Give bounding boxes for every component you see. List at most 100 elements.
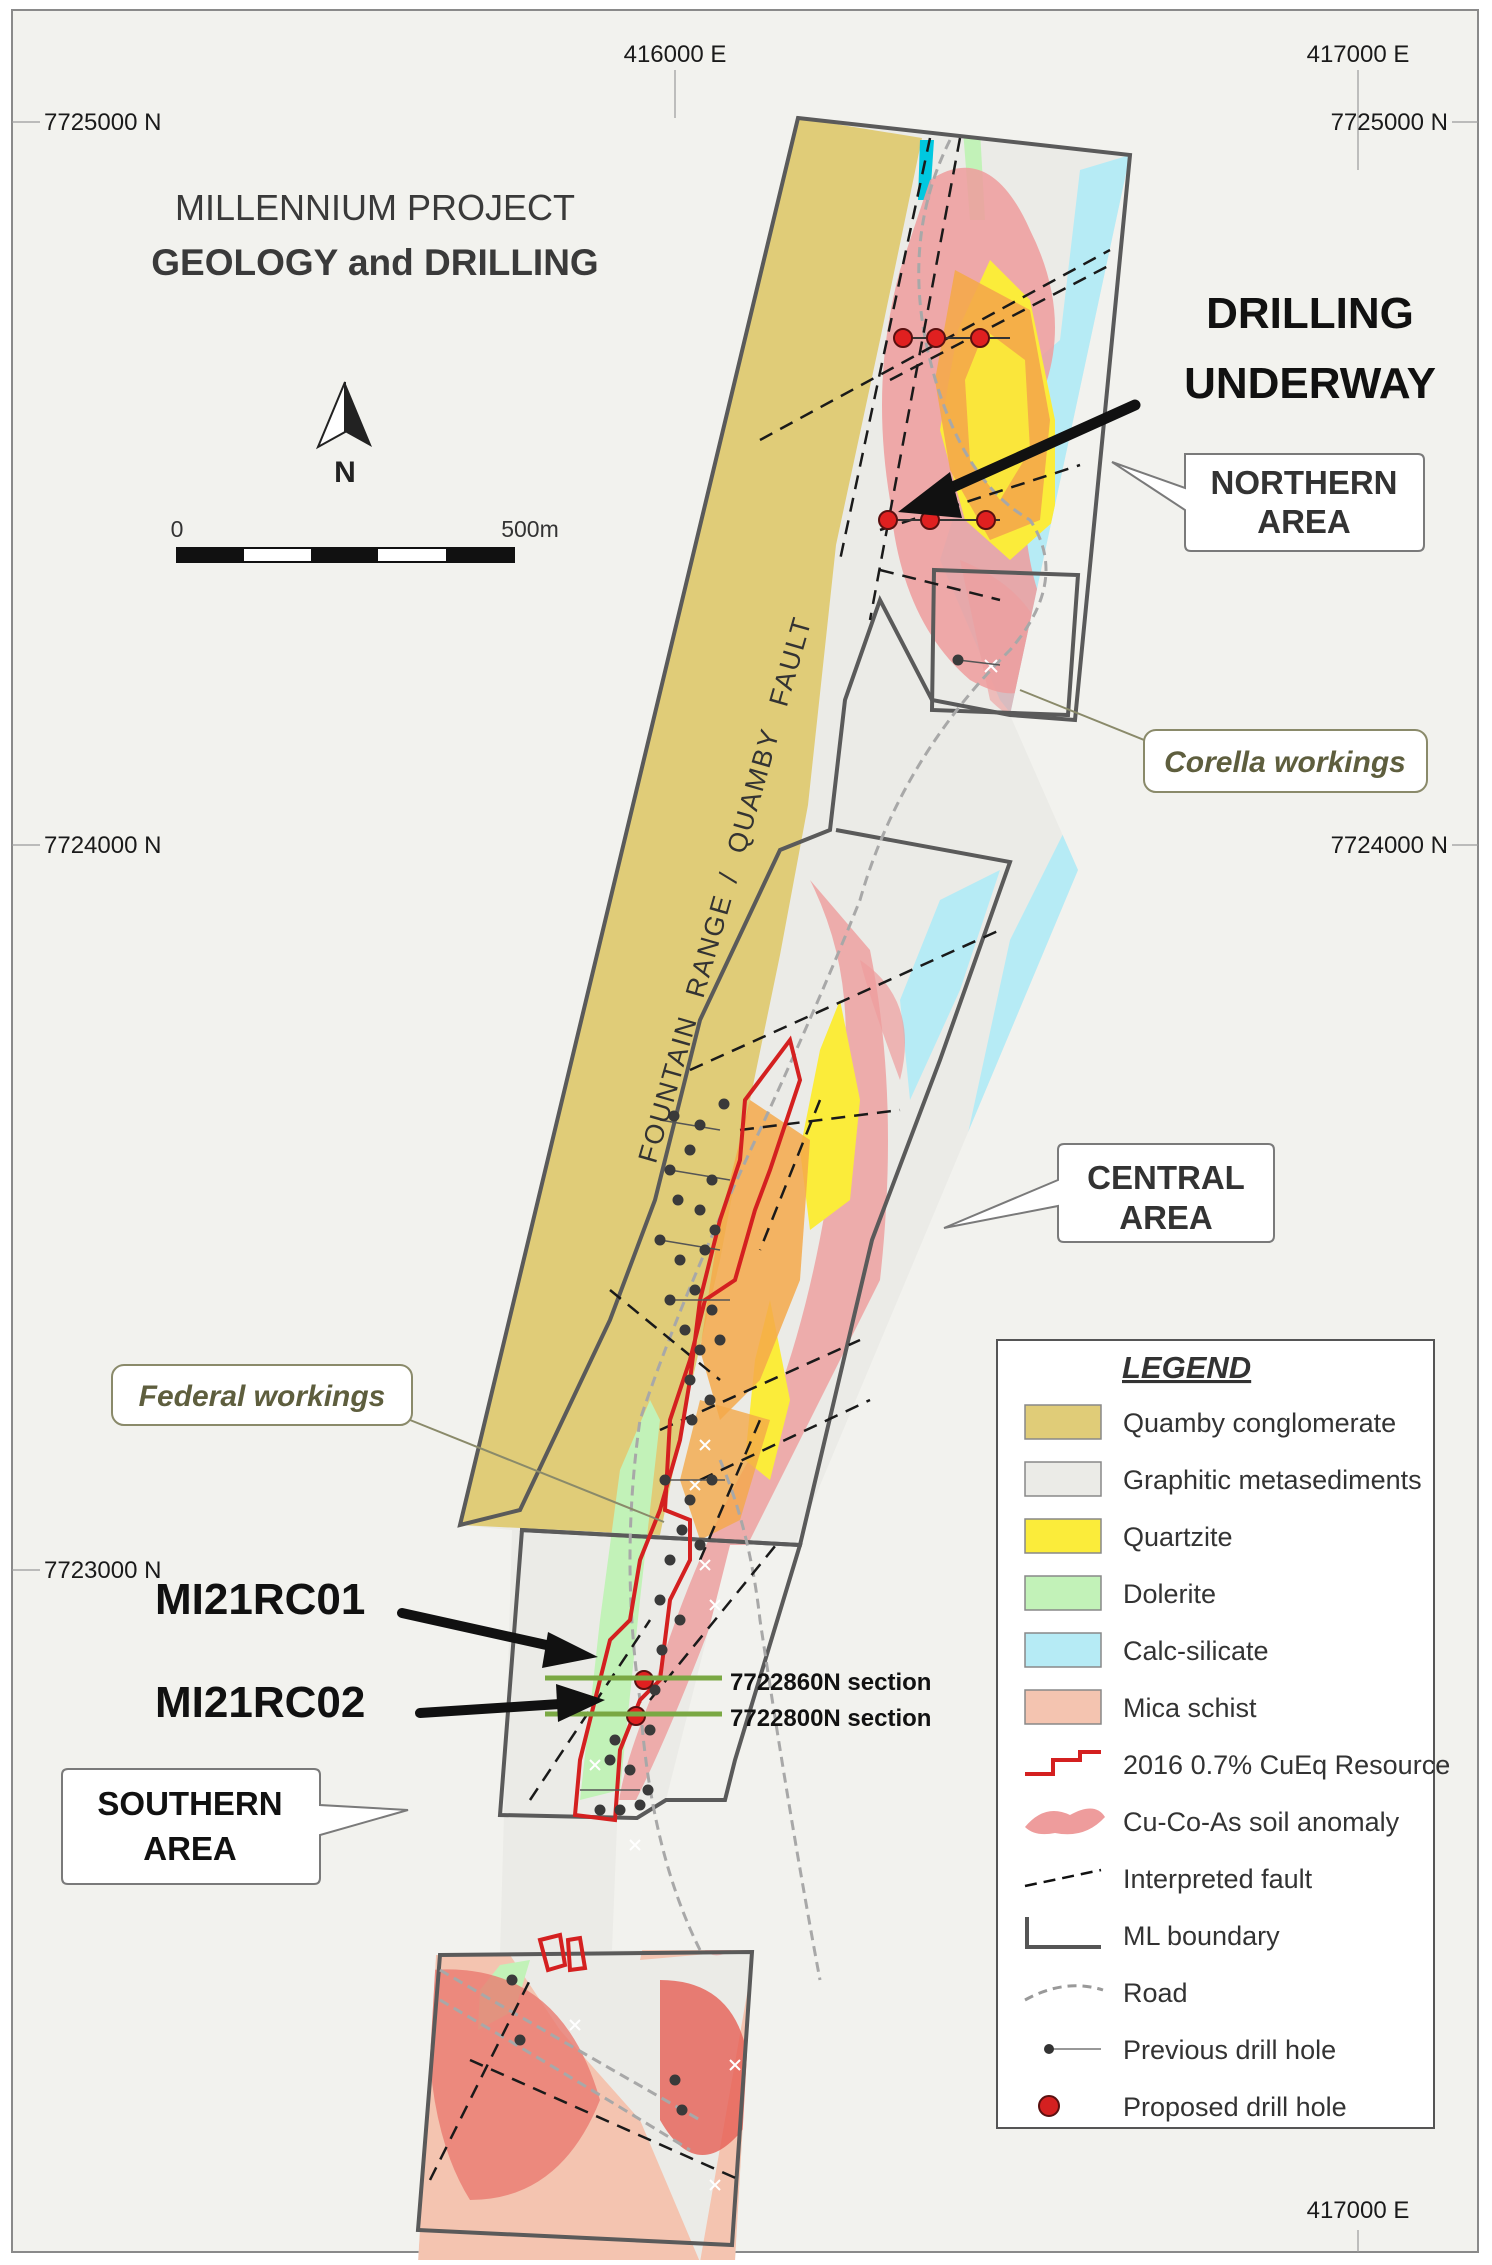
coord-n7723000-left: 7723000 N [44, 1557, 161, 1584]
legend-symbol-fault [1024, 1868, 1102, 1888]
section-label-7722860n: 7722860N section [730, 1669, 931, 1696]
legend-box [996, 1339, 1435, 2129]
legend-item: ML boundary [1025, 1917, 1280, 1951]
legend-symbol-prev [1044, 2044, 1101, 2054]
legend-label: Proposed drill hole [1123, 2092, 1347, 2122]
resource-outline-south-2 [565, 1935, 588, 1973]
callout-federal-workings: Federal workings [111, 1364, 665, 1523]
legend-symbol-swatch [1024, 1404, 1102, 1440]
coord-e417000-bottom: 417000 E [1307, 2197, 1410, 2224]
callout-southern-line-1: SOUTHERN [97, 1785, 282, 1822]
hole-label-mi21rc01: MI21RC01 [155, 1575, 365, 1624]
legend-label: Quamby conglomerate [1123, 1408, 1396, 1438]
legend-label: Mica schist [1123, 1693, 1257, 1723]
legend-symbol-resource [1025, 1750, 1101, 1776]
legend-label: Interpreted fault [1123, 1864, 1313, 1894]
legend-symbol-road [1024, 1984, 1104, 2002]
callout-corella-workings: Corella workings [1019, 689, 1428, 793]
drilling-label-line-1: DRILLING [1206, 289, 1414, 338]
legend-item: 2016 0.7% CuEq Resource [1025, 1750, 1450, 1780]
previous-drill-holes [506, 654, 1001, 2116]
legend-label: 2016 0.7% CuEq Resource [1123, 1750, 1450, 1780]
legend-item: Proposed drill hole [1038, 2092, 1347, 2122]
hole-label-mi21rc02: MI21RC02 [155, 1678, 365, 1727]
roads [439, 139, 1048, 2152]
coord-e417000-top: 417000 E [1307, 41, 1410, 68]
callout-central-line-1: CENTRAL [1087, 1159, 1245, 1196]
callout-northern-area: NORTHERN AREA [1111, 453, 1425, 552]
legend-label: Cu-Co-As soil anomaly [1123, 1807, 1400, 1837]
legend-item: Graphitic metasediments [1024, 1461, 1422, 1497]
legend-label: Quartzite [1123, 1522, 1233, 1552]
quamby-conglomerate-unit [460, 118, 922, 1535]
drilling-label-line-2: UNDERWAY [1184, 359, 1436, 408]
legend-label: Calc-silicate [1123, 1636, 1269, 1666]
ml-boundary-southern-block [415, 1949, 755, 2248]
legend-label: ML boundary [1123, 1921, 1280, 1951]
legend-label: Graphitic metasediments [1123, 1465, 1422, 1495]
ml-boundary-north [457, 115, 1133, 1528]
legend-item: Dolerite [1024, 1575, 1216, 1611]
legend-item: Mica schist [1024, 1689, 1257, 1725]
ml-boundary-corella [929, 567, 1081, 718]
soil-anomaly-east [860, 960, 905, 1080]
coord-n7725000-left: 7725000 N [44, 109, 161, 136]
orange-central-south [680, 1400, 770, 1540]
quartzite-central [800, 1000, 860, 1230]
legend-item: Interpreted fault [1024, 1864, 1313, 1894]
legend-item: Previous drill hole [1044, 2035, 1336, 2065]
workings-markers [569, 659, 998, 2191]
orange-central [700, 1100, 810, 1420]
callout-southern-area: SOUTHERN AREA [61, 1768, 409, 1885]
legend-item: Quamby conglomerate [1024, 1404, 1396, 1440]
callout-northern-line-2: AREA [1257, 503, 1351, 540]
drilling-arrow [898, 399, 1141, 518]
ml-boundary-south [497, 1527, 803, 1821]
soil-anomaly-southwest [428, 1969, 600, 2200]
legend-symbol-swatch [1024, 1461, 1102, 1497]
legend-label: Road [1123, 1978, 1188, 2008]
calc-silicate-central [900, 870, 1000, 1100]
legend-item: Road [1024, 1978, 1188, 2008]
legend-symbol-swatch [1024, 1575, 1102, 1611]
map-title: MILLENNIUM PROJECT [175, 187, 575, 228]
legend-title: LEGEND [1122, 1350, 1251, 1385]
legend-item: Calc-silicate [1024, 1632, 1269, 1668]
callout-central-area: CENTRAL AREA [943, 1143, 1275, 1243]
north-label: N [334, 456, 356, 489]
callout-southern-line-2: AREA [143, 1830, 237, 1867]
scale-bar [176, 547, 515, 563]
resource-outline-south-1 [537, 1932, 568, 1973]
soil-anomaly-central [618, 880, 888, 1830]
scale-end: 500m [501, 516, 559, 542]
scale-start: 0 [171, 516, 184, 542]
legend-symbol-boundary [1025, 1917, 1101, 1949]
coord-n7725000-right: 7725000 N [1331, 109, 1448, 136]
coord-n7724000-left: 7724000 N [44, 832, 161, 859]
legend-label: Previous drill hole [1123, 2035, 1336, 2065]
section-label-7722800n: 7722800N section [730, 1705, 931, 1732]
arrow-mi21rc01 [397, 1608, 598, 1668]
legend-symbol-anomaly [1025, 1808, 1105, 1835]
legend-symbol-swatch [1024, 1632, 1102, 1668]
arrow-mi21rc02 [415, 1684, 605, 1722]
coord-n7724000-right: 7724000 N [1331, 832, 1448, 859]
ml-boundaries [415, 115, 1133, 2248]
north-arrow-icon [315, 381, 372, 450]
coord-e416000-top: 416000 E [624, 41, 727, 68]
callout-northern-line-1: NORTHERN [1211, 464, 1398, 501]
callout-federal-text: Federal workings [139, 1380, 386, 1413]
legend-symbol-swatch [1024, 1689, 1102, 1725]
callout-central-line-2: AREA [1119, 1199, 1213, 1236]
map-subtitle: GEOLOGY and DRILLING [151, 242, 598, 283]
callout-corella-text: Corella workings [1164, 746, 1406, 779]
legend-item: Cu-Co-As soil anomaly [1025, 1807, 1400, 1837]
legend-symbol-swatch [1024, 1518, 1102, 1554]
legend-label: Dolerite [1123, 1579, 1216, 1609]
legend-symbol-proposed [1038, 2095, 1060, 2117]
legend-item: Quartzite [1024, 1518, 1233, 1554]
